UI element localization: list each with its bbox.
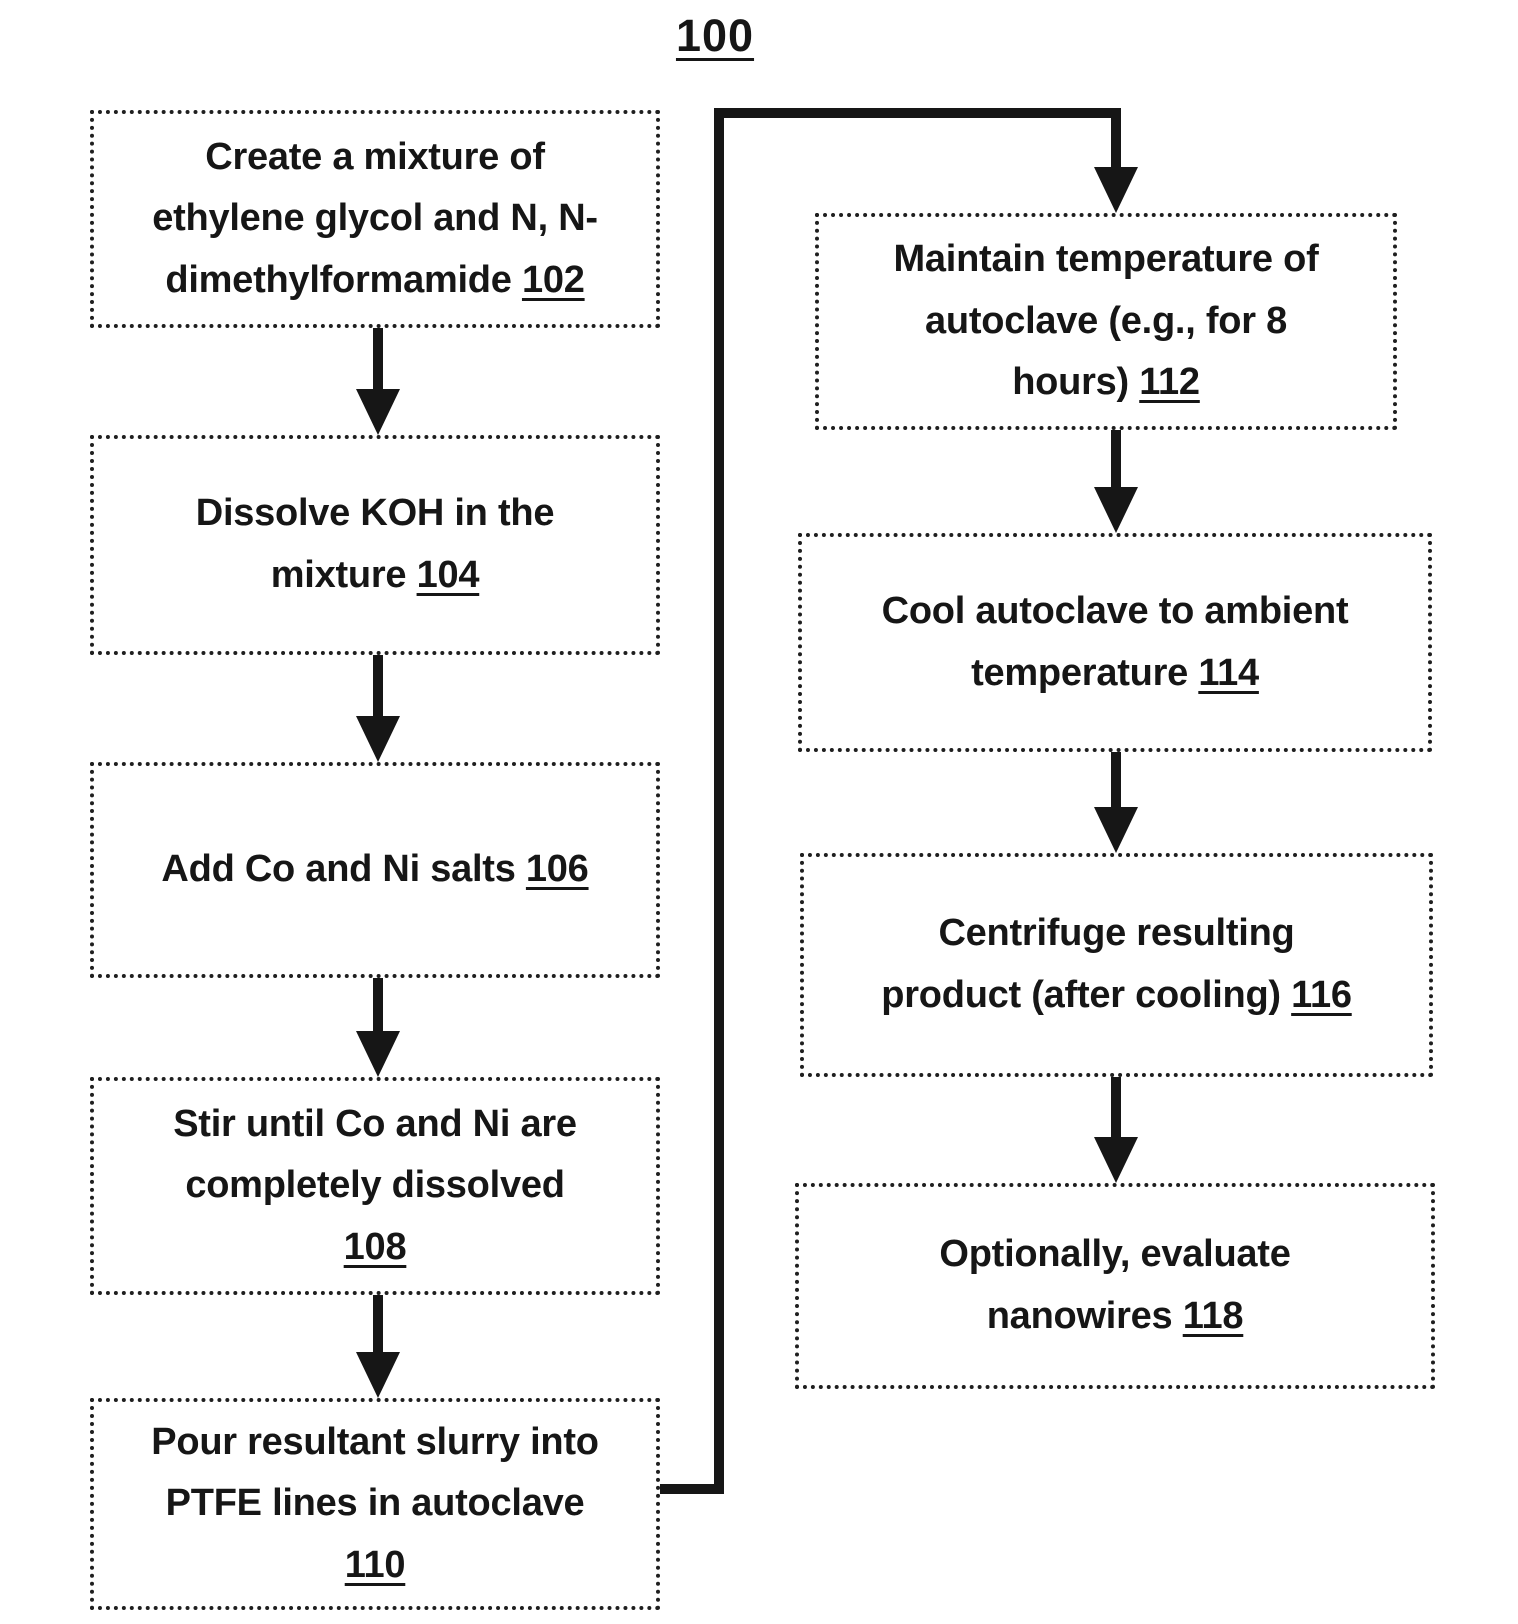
arrow-104-to-106-head bbox=[356, 716, 400, 762]
arrow-116-to-118-shaft bbox=[1111, 1077, 1121, 1138]
connector-110-to-112-bottom-segment bbox=[660, 1484, 724, 1494]
step-box-106: Add Co and Ni salts 106 bbox=[90, 762, 660, 978]
arrow-108-to-110-head bbox=[356, 1352, 400, 1398]
step-text-112: Maintain temperature of autoclave (e.g.,… bbox=[893, 238, 1319, 404]
step-text-110: Pour resultant slurry into PTFE lines in… bbox=[151, 1420, 599, 1525]
step-label-104: Dissolve KOH in the mixture 104 bbox=[108, 483, 642, 606]
arrow-114-to-116-head bbox=[1094, 807, 1138, 853]
step-text-116: Centrifuge resulting product (after cool… bbox=[881, 912, 1295, 1016]
step-label-106: Add Co and Ni salts 106 bbox=[108, 839, 642, 901]
step-ref-114: 114 bbox=[1198, 651, 1259, 694]
step-text-104: Dissolve KOH in the mixture bbox=[195, 492, 555, 596]
arrow-112-to-114-head bbox=[1094, 487, 1138, 533]
figure-number-label: 100 bbox=[675, 10, 755, 61]
step-ref-102: 102 bbox=[521, 258, 585, 301]
arrow-114-to-116-shaft bbox=[1111, 752, 1121, 808]
step-label-108: Stir until Co and Ni are completely diss… bbox=[108, 1094, 642, 1279]
step-ref-108: 108 bbox=[343, 1225, 407, 1268]
step-label-102: Create a mixture of ethylene glycol and … bbox=[108, 127, 642, 312]
step-box-110: Pour resultant slurry into PTFE lines in… bbox=[90, 1398, 660, 1610]
arrow-102-to-104-shaft bbox=[373, 328, 383, 390]
arrow-104-to-106-shaft bbox=[373, 655, 383, 717]
step-ref-110: 110 bbox=[344, 1543, 406, 1586]
arrow-116-to-118-head bbox=[1094, 1137, 1138, 1183]
step-ref-106: 106 bbox=[525, 848, 589, 891]
step-box-114: Cool autoclave to ambient temperature 11… bbox=[798, 533, 1432, 752]
step-label-114: Cool autoclave to ambient temperature 11… bbox=[816, 581, 1414, 704]
step-ref-116: 116 bbox=[1291, 974, 1352, 1016]
connector-110-to-112-drop-segment bbox=[1111, 108, 1121, 168]
step-ref-118: 118 bbox=[1182, 1295, 1244, 1337]
step-box-108: Stir until Co and Ni are completely diss… bbox=[90, 1077, 660, 1295]
step-label-110: Pour resultant slurry into PTFE lines in… bbox=[108, 1412, 642, 1597]
step-label-118: Optionally, evaluate nanowires 118 bbox=[813, 1224, 1417, 1347]
step-text-106: Add Co and Ni salts bbox=[161, 848, 526, 891]
arrow-106-to-108-shaft bbox=[373, 978, 383, 1032]
step-label-116: Centrifuge resulting product (after cool… bbox=[818, 903, 1415, 1026]
step-box-102: Create a mixture of ethylene glycol and … bbox=[90, 110, 660, 328]
step-box-112: Maintain temperature of autoclave (e.g.,… bbox=[815, 213, 1397, 430]
step-box-116: Centrifuge resulting product (after cool… bbox=[800, 853, 1433, 1077]
step-ref-104: 104 bbox=[416, 554, 480, 596]
step-ref-112: 112 bbox=[1139, 361, 1200, 404]
arrow-102-to-104-head bbox=[356, 389, 400, 435]
step-text-114: Cool autoclave to ambient temperature bbox=[881, 589, 1349, 694]
connector-110-to-112-arrowhead bbox=[1094, 167, 1138, 213]
step-text-118: Optionally, evaluate nanowires bbox=[939, 1233, 1291, 1337]
arrow-108-to-110-shaft bbox=[373, 1295, 383, 1353]
step-text-108: Stir until Co and Ni are completely diss… bbox=[173, 1102, 577, 1207]
arrow-112-to-114-shaft bbox=[1111, 430, 1121, 488]
arrow-106-to-108-head bbox=[356, 1031, 400, 1077]
connector-110-to-112-top-segment bbox=[714, 108, 1121, 118]
step-text-102: Create a mixture of ethylene glycol and … bbox=[152, 135, 598, 301]
connector-110-to-112-vertical-segment bbox=[714, 108, 724, 1494]
step-box-118: Optionally, evaluate nanowires 118 bbox=[795, 1183, 1435, 1389]
step-box-104: Dissolve KOH in the mixture 104 bbox=[90, 435, 660, 655]
step-label-112: Maintain temperature of autoclave (e.g.,… bbox=[833, 229, 1379, 414]
